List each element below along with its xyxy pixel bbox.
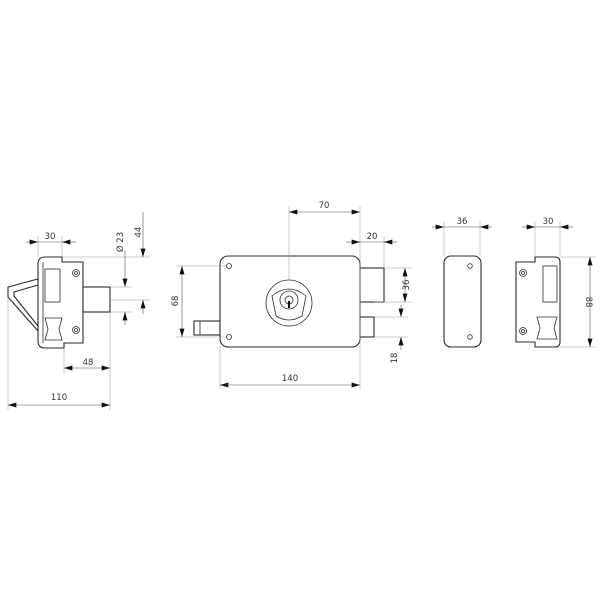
dim-diameter-23: Ø 23 [115,232,126,252]
screw-icon [226,263,232,269]
dim-30-strike: 30 [543,217,554,227]
cover-plate [443,255,482,348]
dim-110: 110 [51,393,67,403]
dim-36-plate: 36 [457,217,468,227]
bolt-slot [536,316,558,340]
dim-20: 20 [367,232,378,242]
deadbolt [355,267,385,303]
screw-icon [519,269,527,277]
handle [7,278,39,333]
latch-slot [44,268,61,303]
dim-140: 140 [282,374,298,384]
cylinder-side [82,286,111,313]
screw-icon [72,326,80,334]
dim-36: 36 [402,280,412,291]
left-stub [193,320,221,336]
screw-icon [467,263,473,269]
dim-44: 44 [134,227,144,238]
screw-icon [72,269,80,277]
screw-icon [519,327,527,335]
dim-30: 30 [45,232,56,242]
strike-plate [515,256,561,348]
strike-plate-view: 30 88 [515,217,596,348]
dim-88: 88 [583,297,593,308]
lock-body-side [37,256,84,349]
side-view: 30 44 Ø 23 48 110 [7,212,150,410]
screw-icon [467,334,473,340]
dim-18: 18 [390,353,400,364]
dim-70: 70 [319,201,330,211]
screw-icon [226,334,232,340]
cover-plate-view: 36 [432,217,492,348]
dim-48: 48 [83,358,94,368]
latch-slot [542,265,558,303]
dim-68: 68 [171,296,181,307]
bolt-slot [44,317,63,341]
front-view: 70 20 36 18 68 140 [171,201,412,390]
